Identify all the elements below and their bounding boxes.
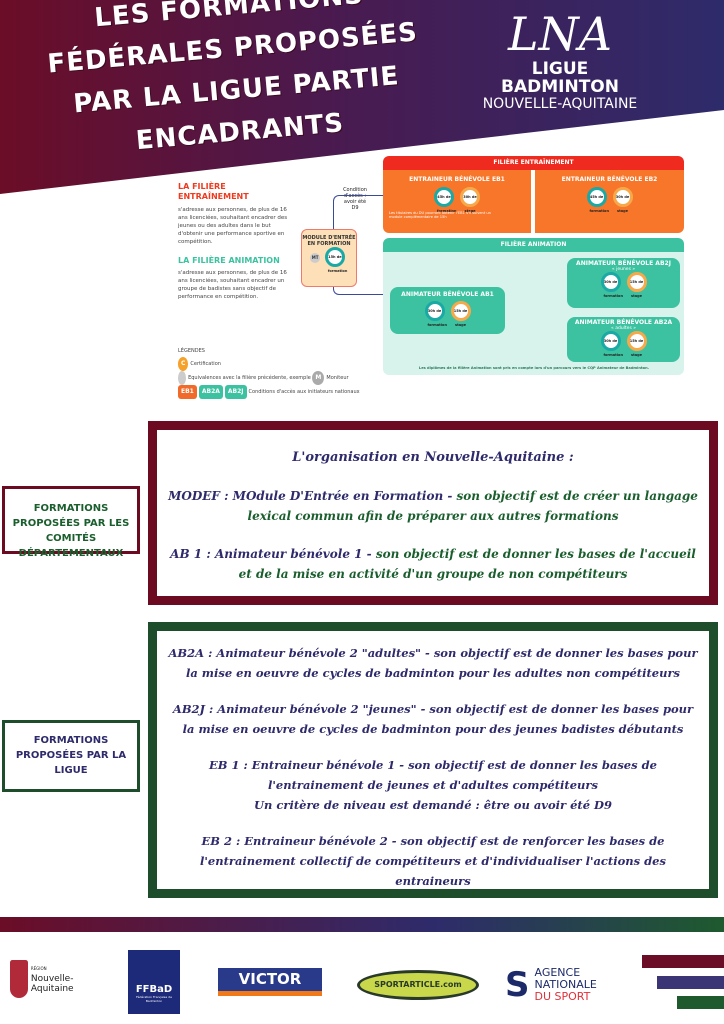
- ab2a-hours: 30h de formation: [600, 331, 623, 357]
- item-desc: son objectif est de donner les bases pou…: [185, 646, 698, 680]
- league-logo: LNA LIGUE BADMINTON NOUVELLE-AQUITAINE: [470, 8, 650, 112]
- animation-note: Les diplômes de la filière Animation son…: [418, 366, 650, 370]
- mt-badge: MT: [310, 252, 321, 263]
- filiere-entrainement-header: FILIÈRE ENTRAÎNEMENT: [383, 156, 684, 170]
- diagram-left-text: LA FILIÈRE ENTRAÎNEMENT s'adresse aux pe…: [178, 182, 288, 301]
- deco-bar-1: [642, 955, 724, 968]
- modef-title: MODULE D'ENTRÉE EN FORMATION: [302, 235, 356, 247]
- animation-title: LA FILIÈRE ANIMATION: [178, 256, 280, 265]
- box-ligue: AB2A : Animateur bénévole 2 "adultes" - …: [148, 622, 718, 898]
- box2-item: AB2A : Animateur bénévole 2 "adultes" - …: [167, 643, 699, 683]
- eb2-card: ENTRAINEUR BÉNÉVOLE EB2 45h de formation…: [535, 170, 684, 233]
- eb1-note: Les titulaires du DU pourront obtenir l'…: [389, 211, 491, 219]
- legend-certification: Certification: [190, 361, 221, 367]
- box2-item: EB 1 : Entraineur bénévole 1 - son objec…: [167, 755, 699, 795]
- logo-line1: LIGUE BADMINTON: [501, 59, 619, 97]
- ffbad-sub: Fédération Française de Badminton: [136, 995, 172, 1003]
- ab2a-stage: 15h de stage: [626, 331, 647, 357]
- item-extra: Un critère de niveau est demandé : être …: [254, 798, 612, 812]
- modef-hours: 15h de formation: [324, 247, 347, 273]
- legend-pills-text: Conditions d'accès aux initiateurs natio…: [248, 389, 360, 395]
- region-name: Nouvelle-Aquitaine: [30, 974, 74, 994]
- ab2j-sub: « jeunes »: [611, 267, 636, 272]
- logo-victor: VICTOR: [218, 968, 322, 996]
- ans-line3: DU SPORT: [534, 990, 591, 1003]
- logo-line2: NOUVELLE-AQUITAINE: [482, 96, 638, 112]
- item-desc: son objectif est de donner les bases de …: [268, 758, 657, 792]
- item-desc: son objectif est de renforcer les bases …: [200, 834, 666, 888]
- box2-item: EB 2 : Entraineur bénévole 2 - son objec…: [167, 831, 699, 891]
- box-comites: L'organisation en Nouvelle-Aquitaine : M…: [148, 421, 718, 605]
- footer-band: [0, 917, 724, 932]
- pill-eb1: EB1: [178, 385, 197, 399]
- logo-sportarticle: SPORTARTICLE.com: [357, 970, 479, 1000]
- item-term: AB2A : Animateur bénévole 2 "adultes" -: [168, 646, 434, 660]
- logo-mark: LNA: [507, 7, 613, 61]
- box1-item: MODEF : MOdule D'Entrée en Formation - s…: [167, 486, 699, 526]
- pill-ab2a: AB2A: [198, 385, 223, 399]
- ab2j-card: ANIMATEUR BÉNÉVOLE AB2J « jeunes » 30h d…: [567, 258, 680, 308]
- label-comites: FORMATIONS PROPOSÉES PAR LES COMITÉS DÉP…: [2, 486, 140, 559]
- condition-text: Condition d'accès : avoir été D9: [343, 187, 367, 211]
- item-term: EB 2 : Entraineur bénévole 2 -: [201, 834, 401, 848]
- ab2a-card: ANIMATEUR BÉNÉVOLE AB2A « adultes » 30h …: [567, 317, 680, 362]
- region-label: RÉGION: [30, 966, 47, 971]
- item-desc: son objectif est de donner les bases de …: [238, 547, 696, 581]
- pill-ab2j: AB2J: [224, 385, 247, 399]
- eb1-hours: 45h de formation: [434, 187, 456, 213]
- legend-title: LÉGENDES: [178, 348, 205, 354]
- ab2j-title: ANIMATEUR BÉNÉVOLE AB2J: [576, 260, 671, 267]
- eb2-hours: 45h de formation: [586, 187, 609, 213]
- box1-item: AB 1 : Animateur bénévole 1 - son object…: [167, 544, 699, 584]
- ab1-stage: 15h de stage: [450, 301, 471, 327]
- eb2-title: ENTRAINEUR BÉNÉVOLE EB2: [561, 176, 658, 183]
- ab1-hours: 30h de formation: [424, 301, 447, 327]
- legend-equiv: Equivalences avec la filière précédente,…: [188, 375, 311, 381]
- eb1-title: ENTRAINEUR BÉNÉVOLE EB1: [409, 176, 505, 183]
- ans-line2: NATIONALE: [534, 978, 597, 991]
- filiere-animation-header: FILIÈRE ANIMATION: [383, 238, 684, 252]
- deco-bar-3: [677, 996, 724, 1009]
- ffbad-text: FFBaD: [135, 984, 173, 995]
- eb1-card: ENTRAINEUR BÉNÉVOLE EB1 45h de formation…: [383, 170, 531, 233]
- ans-line1: AGENCE: [534, 966, 581, 979]
- ab1-title: ANIMATEUR BÉNÉVOLE AB1: [401, 291, 494, 298]
- entrainement-title: LA FILIÈRE ENTRAÎNEMENT: [178, 182, 249, 201]
- modef-card: MODULE D'ENTRÉE EN FORMATION MT 15h de f…: [301, 229, 357, 287]
- animation-text: s'adresse aux personnes, de plus de 16 a…: [178, 270, 287, 300]
- label-ligue: FORMATIONS PROPOSÉES PAR LA LIGUE: [2, 720, 140, 792]
- eb2-stage: 30h de stage: [612, 187, 633, 213]
- box2-item: AB2J : Animateur bénévole 2 "jeunes" - s…: [167, 699, 699, 739]
- box1-heading: L'organisation en Nouvelle-Aquitaine :: [292, 450, 574, 465]
- item-desc: son objectif est de créer un langage lex…: [247, 489, 698, 523]
- item-term: AB 1 : Animateur bénévole 1 -: [170, 547, 376, 561]
- ab2j-hours: 30h de formation: [600, 272, 623, 298]
- item-term: AB2J : Animateur bénévole 2 "jeunes" -: [172, 702, 430, 716]
- item-desc: son objectif est de donner les bases pou…: [182, 702, 694, 736]
- item-term: EB 1 : Entraineur bénévole 1 -: [209, 758, 409, 772]
- legend-moniteur: Moniteur: [326, 375, 349, 381]
- ab2a-title: ANIMATEUR BÉNÉVOLE AB2A: [574, 319, 673, 326]
- ab1-card: ANIMATEUR BÉNÉVOLE AB1 30h de formation1…: [390, 287, 505, 334]
- ab2a-sub: « adultes »: [611, 326, 636, 331]
- logo-ffbad: FFBaD Fédération Française de Badminton: [128, 950, 180, 1014]
- certification-icon: C: [178, 357, 189, 371]
- deco-bar-2: [657, 976, 724, 989]
- ab2j-stage: 15h de stage: [626, 272, 647, 298]
- eb1-stage: 30h de stage: [460, 187, 480, 213]
- logo-nouvelle-aquitaine: RÉGION Nouvelle-Aquitaine: [10, 960, 100, 998]
- entrainement-text: s'adresse aux personnes, de plus de 16 a…: [178, 207, 288, 245]
- moniteur-icon: M: [312, 371, 325, 385]
- item-term: MODEF : MOdule D'Entrée en Formation -: [168, 489, 457, 503]
